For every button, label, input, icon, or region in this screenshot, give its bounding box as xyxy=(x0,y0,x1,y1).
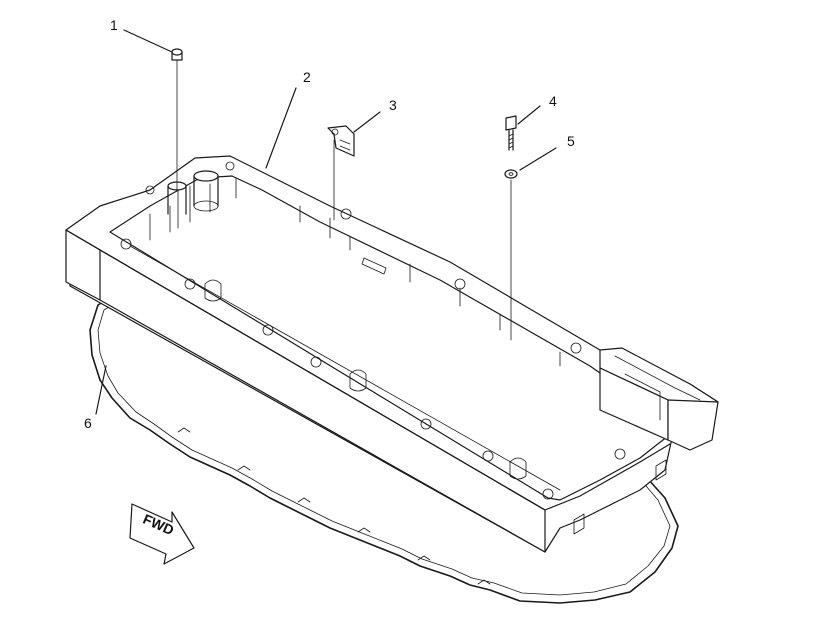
gasket xyxy=(89,253,679,604)
callout-6: 6 xyxy=(84,415,92,431)
callout-3: 3 xyxy=(389,97,397,113)
callout-5: 5 xyxy=(567,133,575,149)
leader-2 xyxy=(265,87,297,169)
forward-arrow-icon: FWD xyxy=(129,503,195,565)
bolt-1 xyxy=(123,29,183,191)
washer xyxy=(504,147,557,341)
callout-1: 1 xyxy=(110,17,118,33)
leader-6 xyxy=(95,365,107,415)
callout-2: 2 xyxy=(303,69,311,85)
clip xyxy=(327,111,381,221)
callout-4: 4 xyxy=(549,93,557,109)
bolt-4 xyxy=(505,105,541,151)
oil-pan xyxy=(65,155,719,553)
